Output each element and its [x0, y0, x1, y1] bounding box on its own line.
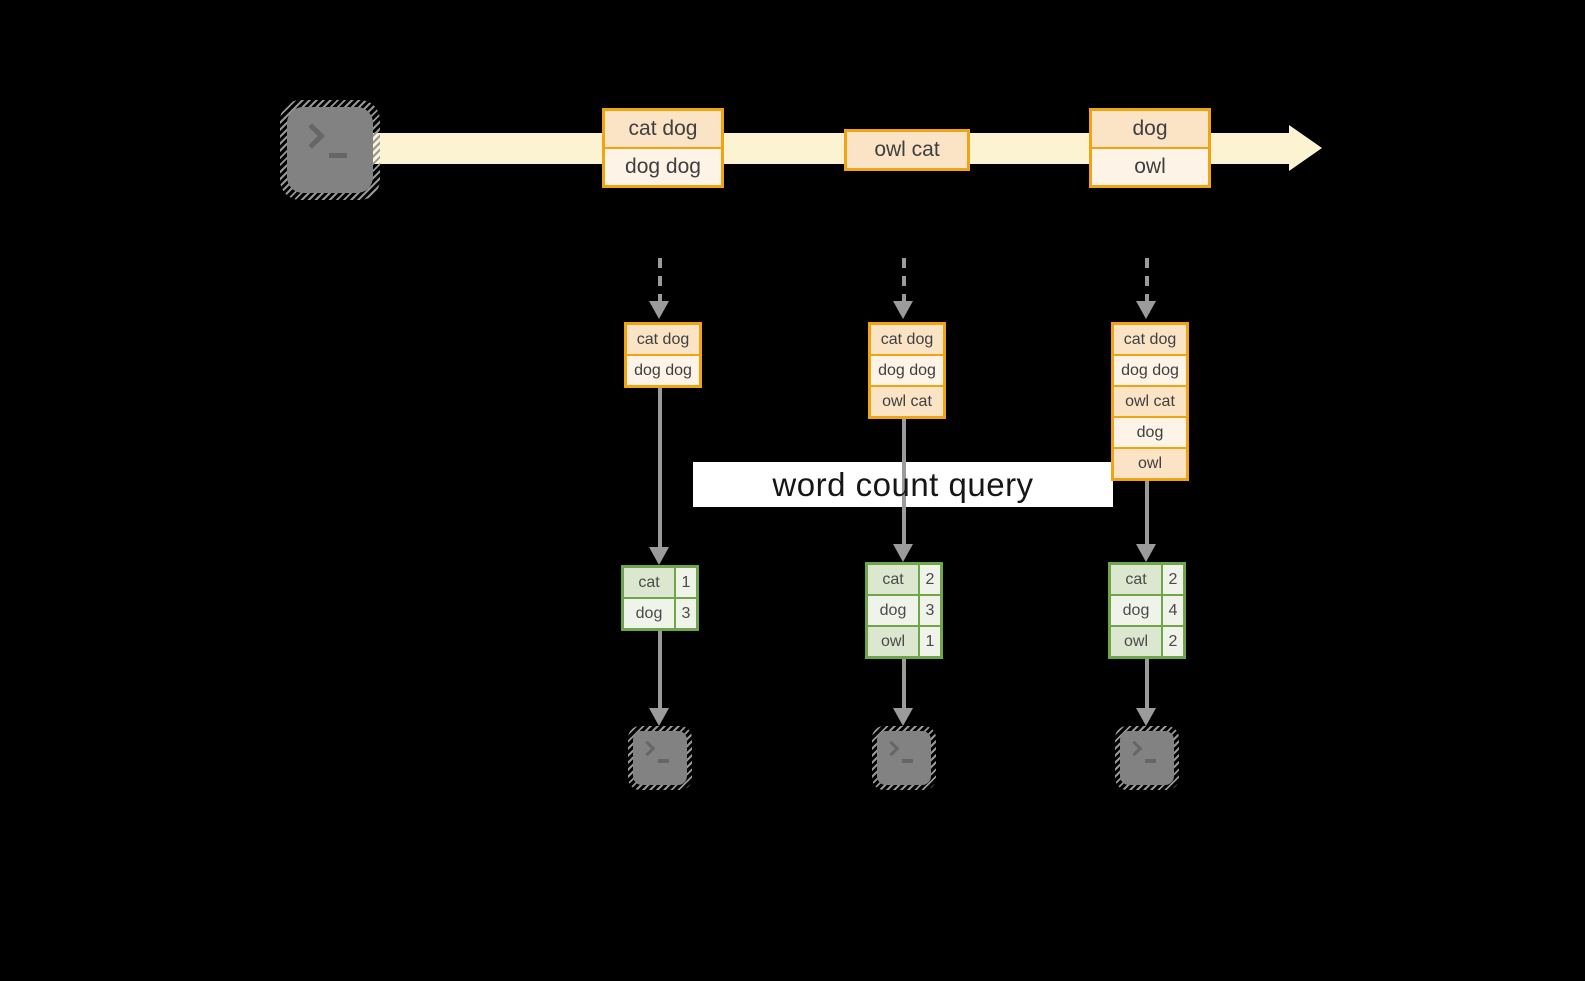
count-word: cat: [868, 565, 918, 594]
count-row: owl 2: [1111, 627, 1183, 656]
sink-terminal-icon-3: [1115, 726, 1179, 790]
prompt-cursor-icon: [1145, 759, 1156, 763]
count-value: 2: [1163, 627, 1183, 656]
buffer-line: cat dog: [1114, 325, 1186, 354]
count-word: owl: [1111, 627, 1161, 656]
sink-terminal-icon-2: [872, 726, 936, 790]
message-line: owl: [1092, 149, 1208, 185]
prompt-cursor-icon: [329, 153, 347, 158]
query-line-1: [658, 387, 662, 547]
ingest-dashed-line-1: [658, 258, 662, 302]
count-row: dog 3: [868, 596, 940, 625]
message-buffer-1: cat dog dog dog: [624, 322, 702, 388]
count-word: dog: [1111, 596, 1161, 625]
ingest-dashed-line-2: [902, 258, 906, 302]
prompt-chevron-icon: [299, 123, 325, 149]
ingest-arrowhead-3: [1136, 301, 1156, 319]
count-value: 3: [920, 596, 940, 625]
output-line-3: [1145, 659, 1149, 708]
output-line-2: [902, 659, 906, 708]
ingest-arrowhead-2: [893, 301, 913, 319]
count-value: 1: [920, 627, 940, 656]
query-arrowhead-2: [893, 544, 913, 562]
stream-message-2: owl cat: [844, 129, 970, 171]
query-label: word count query: [772, 466, 1034, 503]
count-table-2: cat 2 dog 3 owl 1: [865, 562, 943, 659]
prompt-chevron-icon: [639, 740, 656, 757]
stream-message-3: dog owl: [1089, 108, 1211, 188]
buffer-line: dog: [1114, 418, 1186, 447]
count-word: cat: [624, 568, 674, 597]
stream-message-1: cat dog dog dog: [602, 108, 724, 188]
count-value: 2: [1163, 565, 1183, 594]
buffer-line: owl cat: [1114, 387, 1186, 416]
count-word: cat: [1111, 565, 1161, 594]
message-line: dog dog: [605, 149, 721, 185]
message-buffer-2: cat dog dog dog owl cat: [868, 322, 946, 419]
sink-terminal-icon-1: [628, 726, 692, 790]
count-value: 4: [1163, 596, 1183, 625]
count-row: cat 2: [868, 565, 940, 594]
count-word: dog: [624, 599, 674, 628]
prompt-chevron-icon: [883, 740, 900, 757]
count-row: dog 4: [1111, 596, 1183, 625]
buffer-line: dog dog: [627, 356, 699, 385]
terminal-screen: [1120, 731, 1174, 785]
buffer-line: cat dog: [871, 325, 943, 354]
query-line-3: [1145, 480, 1149, 544]
count-row: dog 3: [624, 599, 696, 628]
output-arrowhead-1: [649, 708, 669, 726]
buffer-line: owl: [1114, 449, 1186, 478]
message-line: owl cat: [847, 132, 967, 168]
prompt-cursor-icon: [902, 759, 913, 763]
buffer-line: cat dog: [627, 325, 699, 354]
count-table-3: cat 2 dog 4 owl 2: [1108, 562, 1186, 659]
count-row: cat 2: [1111, 565, 1183, 594]
message-buffer-3: cat dog dog dog owl cat dog owl: [1111, 322, 1189, 481]
terminal-screen: [633, 731, 687, 785]
ingest-arrowhead-1: [649, 301, 669, 319]
count-row: cat 1: [624, 568, 696, 597]
prompt-chevron-icon: [1126, 740, 1143, 757]
terminal-screen: [287, 107, 373, 193]
output-arrowhead-3: [1136, 708, 1156, 726]
source-terminal-icon: [280, 100, 380, 200]
message-line: cat dog: [605, 111, 721, 147]
buffer-line: owl cat: [871, 387, 943, 416]
count-word: dog: [868, 596, 918, 625]
count-table-1: cat 1 dog 3: [621, 565, 699, 631]
output-arrowhead-2: [893, 708, 913, 726]
count-word: owl: [868, 627, 918, 656]
count-value: 1: [676, 568, 696, 597]
buffer-line: dog dog: [1114, 356, 1186, 385]
buffer-line: dog dog: [871, 356, 943, 385]
output-line-1: [658, 631, 662, 708]
count-row: owl 1: [868, 627, 940, 656]
ingest-dashed-line-3: [1145, 258, 1149, 302]
count-value: 3: [676, 599, 696, 628]
terminal-screen: [877, 731, 931, 785]
count-value: 2: [920, 565, 940, 594]
prompt-cursor-icon: [658, 759, 669, 763]
query-line-2: [902, 418, 906, 544]
query-arrowhead-3: [1136, 544, 1156, 562]
stream-arrowhead-icon: [1289, 125, 1322, 171]
message-line: dog: [1092, 111, 1208, 147]
query-arrowhead-1: [649, 547, 669, 565]
